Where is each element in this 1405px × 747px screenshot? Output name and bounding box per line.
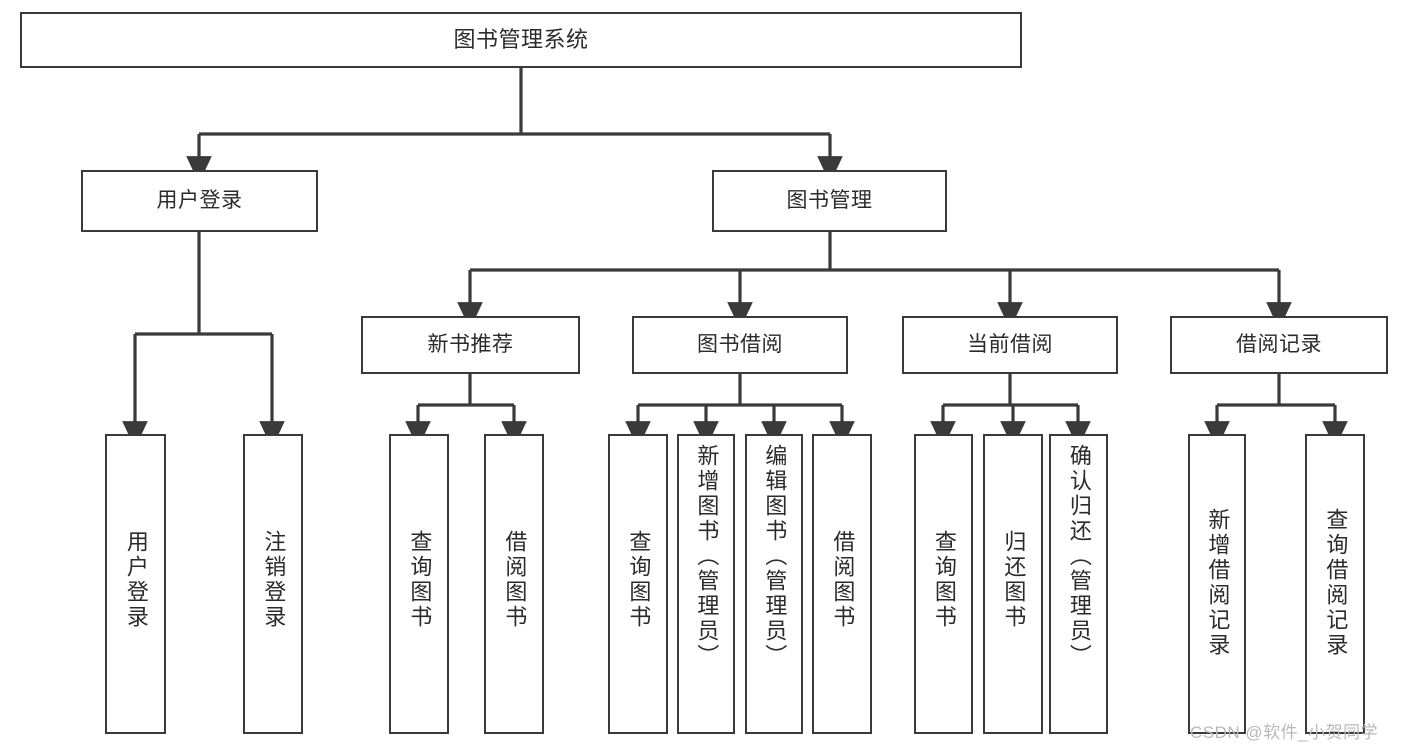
node-leaf-query-record-label: 查询借阅记录	[1323, 508, 1349, 658]
node-book-manage-label: 图书管理	[786, 188, 873, 212]
node-root[interactable]: 图书管理系统	[20, 12, 1022, 68]
node-leaf-edit-book-label: 编辑图书（管理员）	[762, 444, 788, 669]
node-leaf-query-record[interactable]: 查询借阅记录	[1305, 434, 1365, 734]
node-leaf-confirm-return-label: 确认归还（管理员）	[1066, 444, 1092, 669]
node-leaf-borrow-book-1-label: 借阅图书	[502, 530, 528, 630]
node-leaf-borrow-book-2[interactable]: 借阅图书	[812, 434, 872, 734]
node-leaf-user-login[interactable]: 用户登录	[105, 434, 166, 734]
node-leaf-query-book-3[interactable]: 查询图书	[914, 434, 973, 734]
node-new-book-rec[interactable]: 新书推荐	[361, 316, 580, 374]
csdn-watermark: CSDN @软件_小贺同学	[1190, 723, 1379, 742]
node-leaf-add-record-label: 新增借阅记录	[1205, 508, 1231, 658]
node-leaf-user-login-label: 用户登录	[123, 530, 149, 630]
node-leaf-add-record[interactable]: 新增借阅记录	[1188, 434, 1246, 734]
node-leaf-add-book[interactable]: 新增图书（管理员）	[677, 434, 735, 734]
node-leaf-edit-book[interactable]: 编辑图书（管理员）	[745, 434, 803, 734]
node-leaf-borrow-book-1[interactable]: 借阅图书	[484, 434, 544, 734]
node-leaf-return-book[interactable]: 归还图书	[983, 434, 1043, 734]
node-borrow-record-label: 借阅记录	[1236, 332, 1322, 356]
node-borrow-record[interactable]: 借阅记录	[1170, 316, 1388, 374]
node-current-borrow-label: 当前借阅	[967, 332, 1053, 356]
node-leaf-query-book-2-label: 查询图书	[626, 530, 652, 630]
node-leaf-query-book-1[interactable]: 查询图书	[389, 434, 449, 734]
node-leaf-return-book-label: 归还图书	[1001, 530, 1027, 630]
node-leaf-query-book-3-label: 查询图书	[931, 530, 957, 630]
node-leaf-user-logout[interactable]: 注销登录	[243, 434, 303, 734]
node-leaf-add-book-label: 新增图书（管理员）	[694, 444, 720, 669]
node-user-login-label: 用户登录	[156, 188, 243, 212]
node-leaf-user-logout-label: 注销登录	[261, 530, 287, 630]
node-root-label: 图书管理系统	[453, 27, 589, 53]
node-leaf-query-book-2[interactable]: 查询图书	[608, 434, 668, 734]
node-leaf-borrow-book-2-label: 借阅图书	[830, 530, 856, 630]
node-book-borrow[interactable]: 图书借阅	[632, 316, 848, 374]
node-book-borrow-label: 图书借阅	[697, 332, 783, 356]
node-user-login[interactable]: 用户登录	[81, 170, 318, 232]
node-new-book-rec-label: 新书推荐	[427, 332, 514, 356]
node-leaf-confirm-return[interactable]: 确认归还（管理员）	[1049, 434, 1108, 734]
node-book-manage[interactable]: 图书管理	[712, 170, 947, 232]
node-current-borrow[interactable]: 当前借阅	[902, 316, 1118, 374]
node-leaf-query-book-1-label: 查询图书	[407, 530, 433, 630]
